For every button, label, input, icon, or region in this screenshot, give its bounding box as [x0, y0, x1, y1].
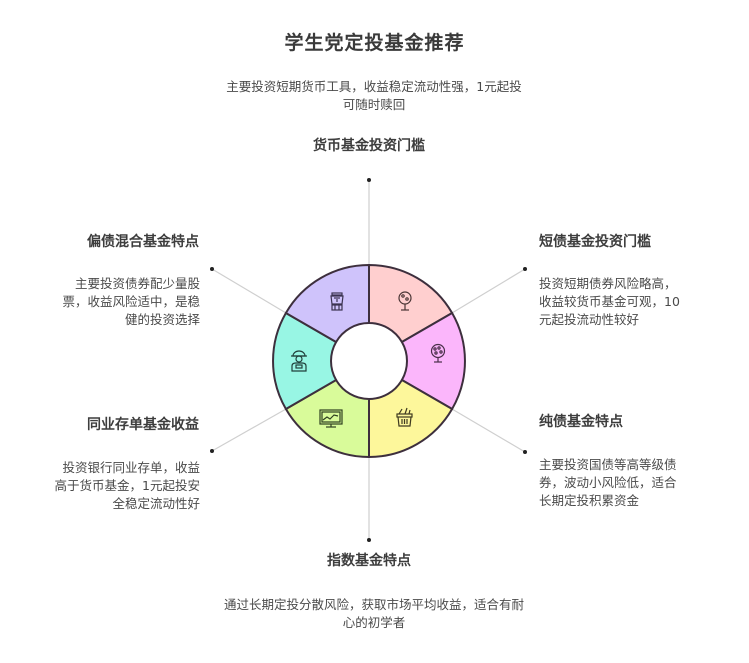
bottom-desc: 通过长期定投分散风险，获取市场平均收益，适合有耐 心的初学者	[164, 596, 584, 632]
dot-lower-left	[210, 449, 214, 453]
grocery-basket-icon	[396, 407, 413, 427]
bottom-desc-line2: 心的初学者	[342, 615, 406, 630]
fruit-tree-icon	[430, 343, 446, 363]
lower-left-desc-line1: 投资银行同业存单，收益	[62, 460, 200, 475]
segment-left[interactable]	[272, 312, 338, 410]
dot-bottom	[367, 538, 371, 542]
connectors	[211, 180, 526, 540]
upper-right-desc-line3: 元起投流动性较好	[539, 312, 640, 327]
dot-upper-left	[210, 267, 214, 271]
lower-right-desc-line1: 主要投资国债等高等级债	[539, 457, 677, 472]
segment-top-left[interactable]	[284, 264, 370, 343]
upper-left-desc-line3: 健的投资选择	[124, 312, 200, 327]
connector-dots	[210, 178, 527, 542]
upper-left-desc: 主要投资债券配少量股 票，收益风险适中，是稳 健的投资选择	[20, 275, 200, 329]
lower-right-heading: 纯债基金特点	[539, 414, 623, 430]
segment-top-right[interactable]	[368, 264, 454, 343]
bottom-desc-line1: 通过长期定投分散风险，获取市场平均收益，适合有耐	[223, 597, 524, 612]
upper-left-desc-line1: 主要投资债券配少量股	[74, 276, 200, 291]
top-heading: 货币基金投资门槛	[313, 138, 425, 154]
lower-left-heading: 同业存单基金收益	[87, 417, 199, 433]
connector-lower-left	[211, 408, 287, 452]
upper-right-desc: 投资短期债券风险略高， 收益较货币基金可观，10 元起投流动性较好	[539, 275, 719, 329]
upper-right-heading: 短债基金投资门槛	[539, 234, 651, 250]
upper-left-desc-line2: 票，收益风险适中，是稳	[62, 294, 200, 309]
lower-left-desc-line2: 高于货币基金，1元起投安	[54, 478, 200, 493]
upper-right-desc-line1: 投资短期债券风险略高，	[539, 276, 677, 291]
dot-lower-right	[523, 450, 527, 454]
dot-upper-right	[523, 267, 527, 271]
lower-left-desc: 投资银行同业存单，收益 高于货币基金，1元起投安 全稳定流动性好	[20, 459, 200, 513]
connector-lower-right	[451, 408, 526, 453]
upper-right-desc-line2: 收益较货币基金可观，10	[539, 294, 680, 309]
connector-upper-right	[451, 268, 526, 314]
blender-icon	[330, 292, 344, 311]
segment-right[interactable]	[400, 312, 466, 410]
lower-left-desc-line3: 全稳定流动性好	[112, 496, 200, 511]
lower-right-desc: 主要投资国债等高等级债 券，波动小风险低，适合 长期定投积累资金	[539, 456, 719, 510]
upper-left-heading: 偏债混合基金特点	[87, 234, 199, 250]
tree-icon	[398, 291, 412, 311]
top-desc-line1: 主要投资短期货币工具，收益稳定流动性强，1元起投	[226, 79, 522, 94]
bottom-heading: 指数基金特点	[327, 553, 411, 569]
dot-top	[367, 178, 371, 182]
worker-icon	[291, 350, 307, 372]
connector-upper-left	[211, 268, 287, 314]
top-desc-line2: 可随时赎回	[342, 97, 406, 112]
lower-right-desc-line3: 长期定投积累资金	[539, 493, 640, 508]
monitor-chart-icon	[319, 409, 343, 428]
lower-right-desc-line2: 券，波动小风险低，适合	[539, 475, 677, 490]
diagram-title: 学生党定投基金推荐	[284, 32, 465, 54]
segment-bottom-left[interactable]	[284, 379, 370, 458]
top-desc: 主要投资短期货币工具，收益稳定流动性强，1元起投 可随时赎回	[174, 78, 574, 114]
